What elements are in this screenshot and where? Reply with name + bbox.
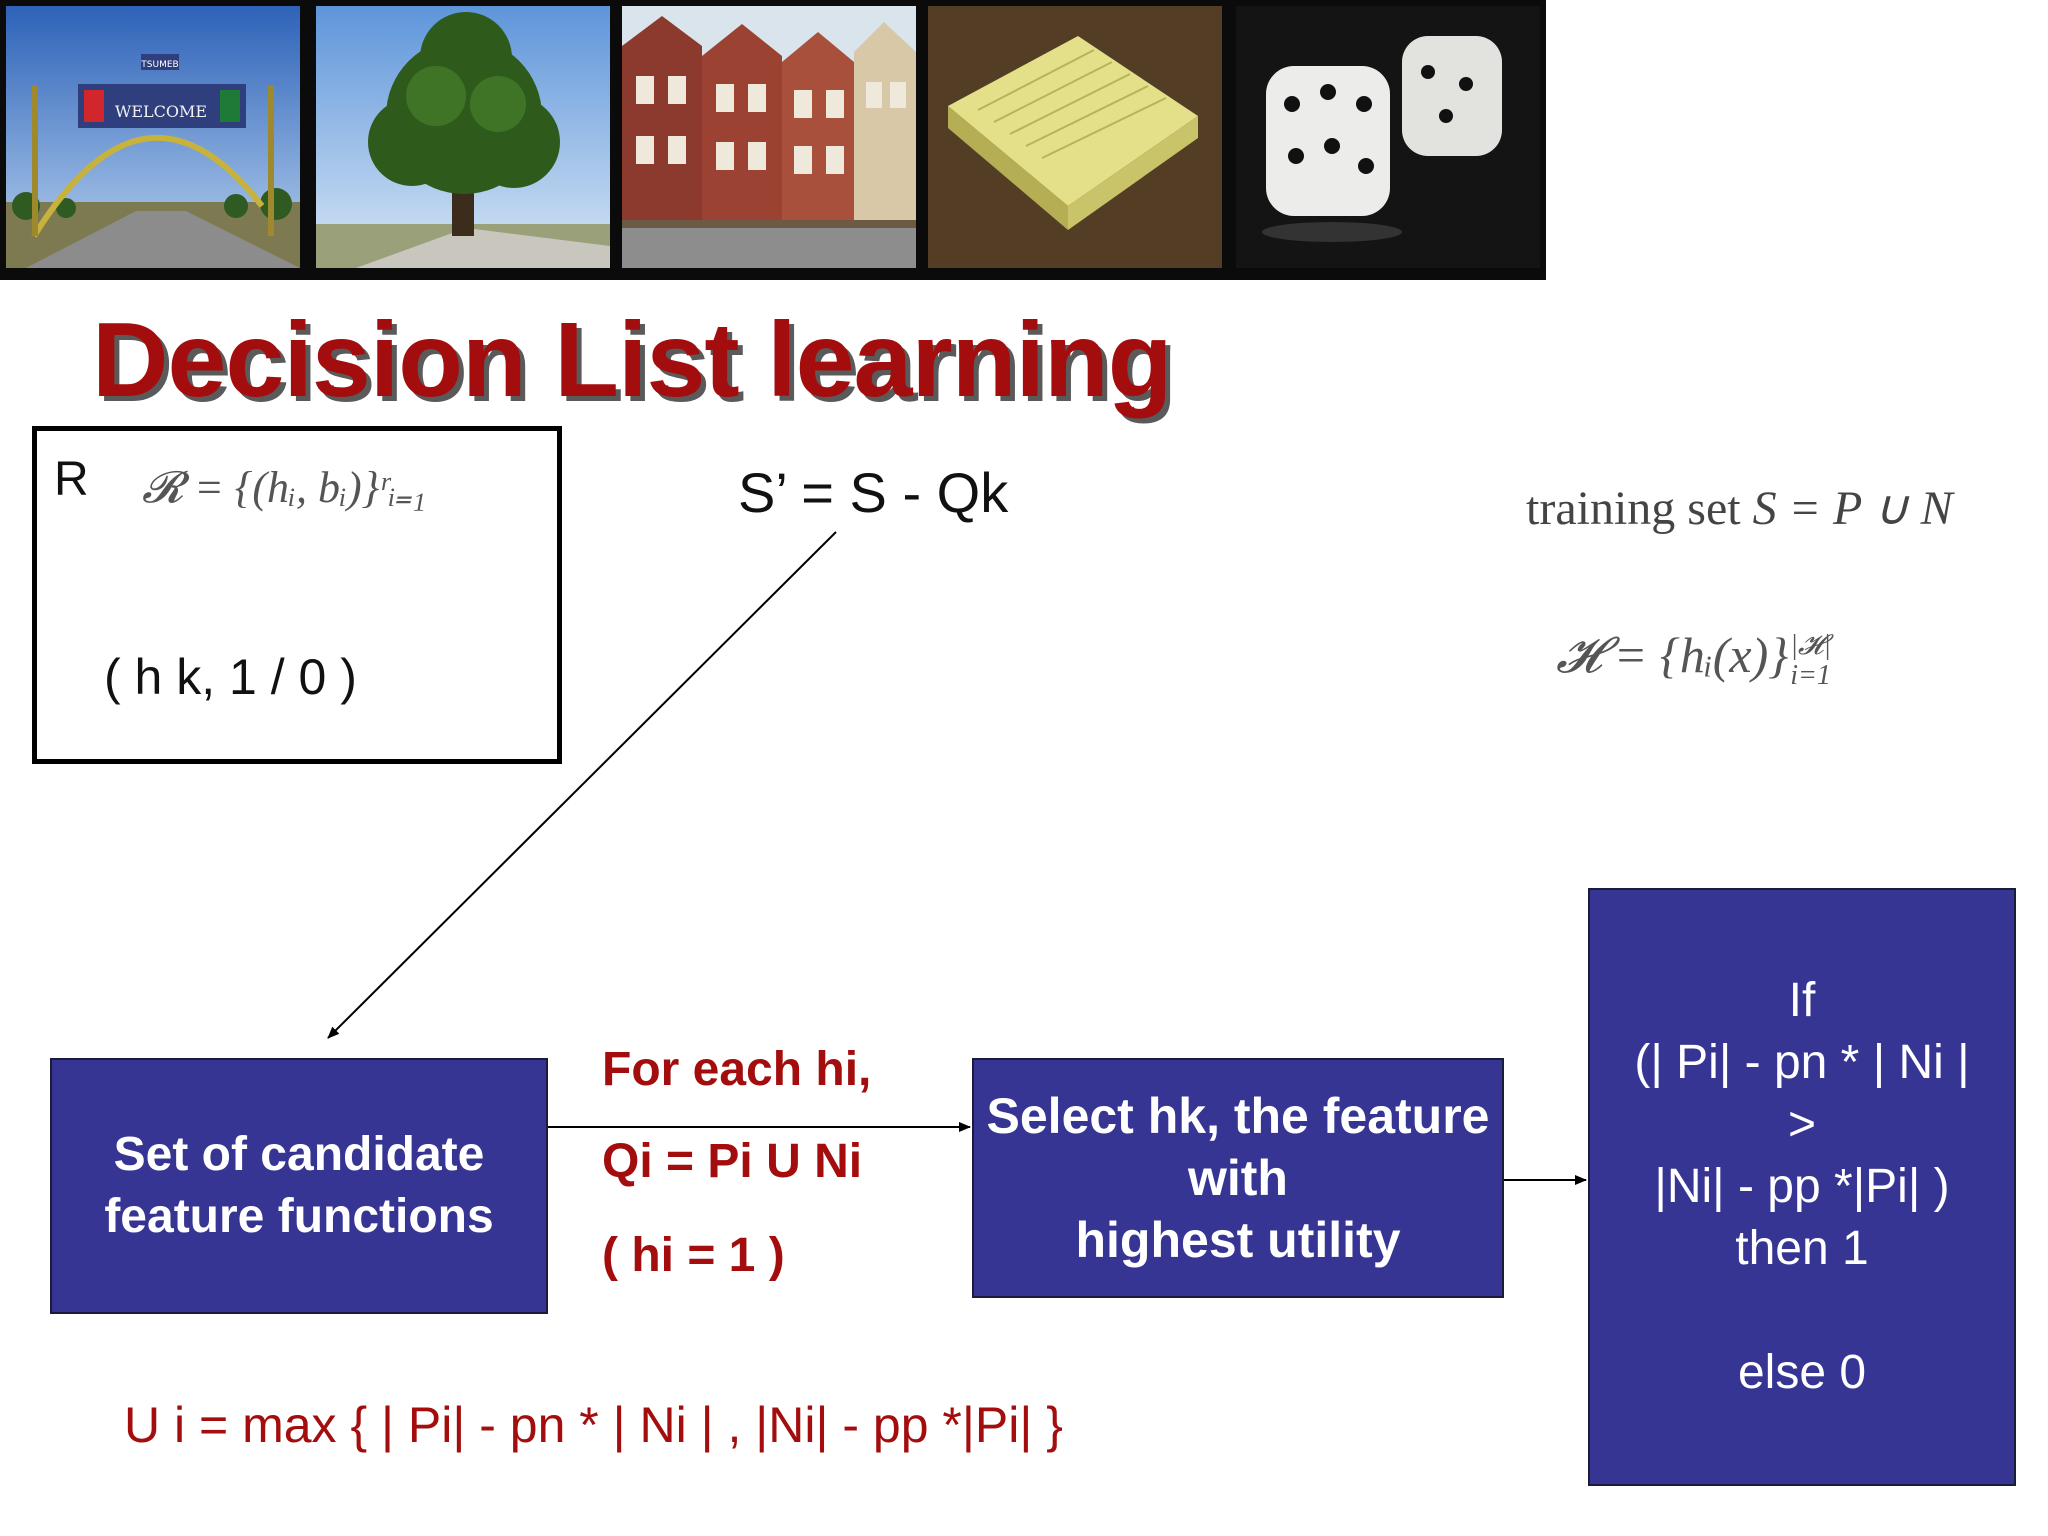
rule-set-formula: 𝓡 = {(hᵢ, bᵢ)}ʳᵢ₌₁: [142, 463, 427, 512]
select-feature-line: with: [1188, 1150, 1288, 1206]
decision-rule-line: >: [1787, 1098, 1817, 1151]
candidate-features-line: feature functions: [104, 1190, 494, 1243]
training-set-math: S = P ∪ N: [1752, 482, 1953, 535]
training-set-label: training set: [1526, 482, 1741, 535]
candidate-features-box: Set of candidate feature functions: [50, 1058, 548, 1314]
header-image-strip: WELCOME TSUMEB: [0, 0, 1546, 280]
decision-rule-line: else 0: [1737, 1346, 1867, 1399]
decision-rule-line: |Ni| - pp *|Pi| ): [1654, 1160, 1950, 1213]
sample-update-formula: S’ = S - Qk: [738, 461, 1009, 524]
welcome-gate-photo: WELCOME TSUMEB: [6, 6, 300, 268]
rule-set-label: R: [54, 453, 89, 506]
selected-rule-pair: ( h k, 1 / 0 ): [104, 649, 357, 705]
tree-photo: [316, 6, 610, 268]
townhouses-photo: [622, 6, 916, 268]
hypothesis-set-formula: 𝓗 = {hᵢ(x)} |𝓗| i=1: [1556, 626, 1831, 691]
hypothesis-set-main: 𝓗 = {hᵢ(x)}: [1556, 627, 1789, 683]
decision-rule-line: If: [1788, 974, 1816, 1027]
loop-label-qi: Qi = Pi U Ni: [602, 1135, 863, 1188]
page-title: Decision List learning: [92, 301, 1172, 419]
select-feature-line: highest utility: [1075, 1212, 1401, 1268]
decision-rule-line: then 1: [1735, 1222, 1869, 1275]
select-feature-box: Select hk, the feature with highest util…: [972, 1058, 1504, 1298]
training-set-formula: training set S = P ∪ N: [1526, 480, 1953, 536]
loop-label-for-each: For each hi,: [602, 1043, 872, 1096]
candidate-features-line: Set of candidate: [113, 1128, 485, 1181]
loop-label-hi: ( hi = 1 ): [602, 1229, 785, 1282]
hypothesis-set-sup: |𝓗|: [1790, 629, 1831, 661]
sticky-notes-photo: [928, 6, 1222, 268]
select-feature-line: Select hk, the feature: [986, 1088, 1490, 1144]
utility-formula: U i = max { | Pi| - pn * | Ni | , |Ni| -…: [124, 1397, 1063, 1453]
welcome-sign-top-text: TSUMEB: [140, 60, 178, 70]
welcome-sign-text: WELCOME: [115, 102, 207, 121]
hypothesis-set-sub: i=1: [1790, 659, 1831, 691]
decision-rule-line: (| Pi| - pn * | Ni |: [1634, 1036, 1970, 1089]
dice-photo: [1236, 6, 1540, 268]
decision-rule-box: If (| Pi| - pn * | Ni | > |Ni| - pp *|Pi…: [1588, 888, 2016, 1486]
